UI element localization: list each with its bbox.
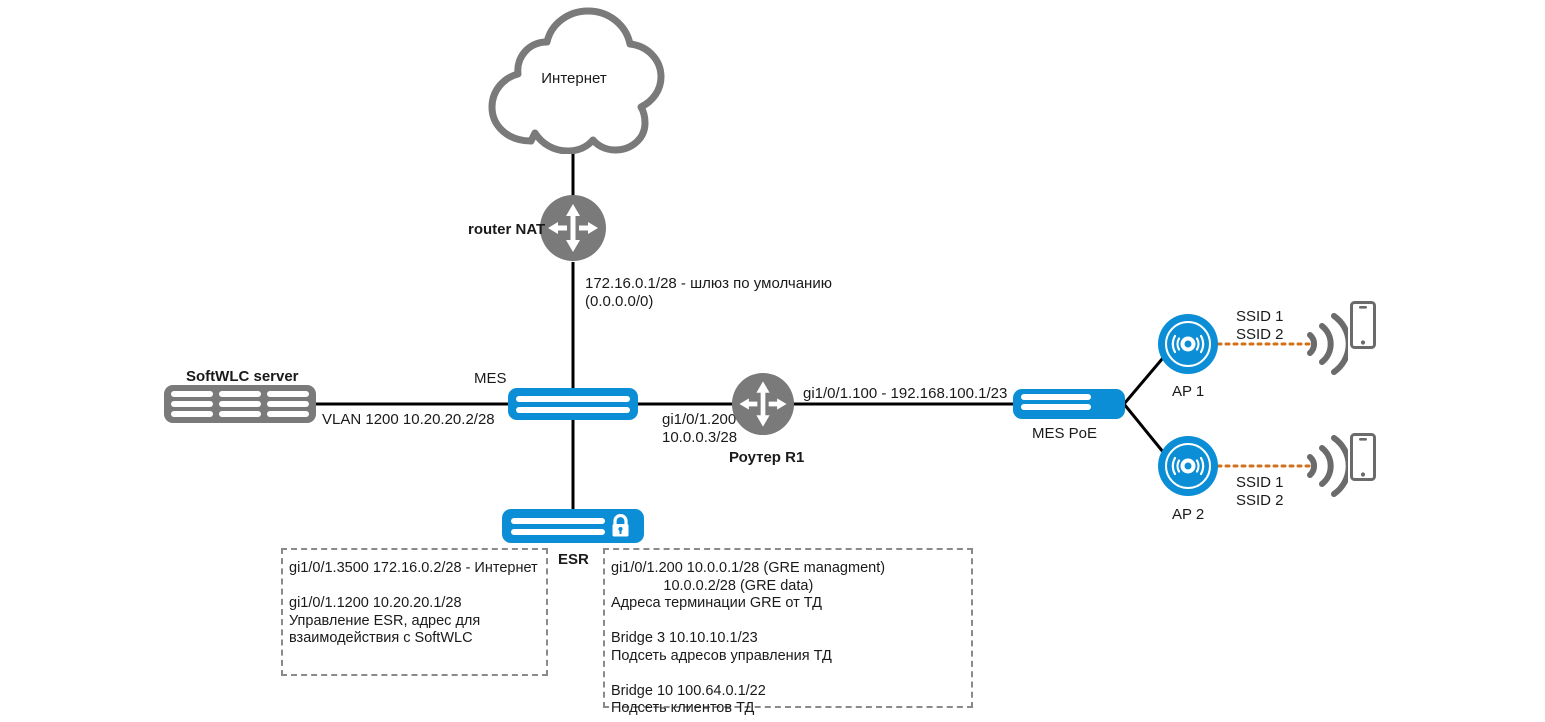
mes-label: MES: [474, 370, 507, 387]
client1-wireless-signal: [1300, 308, 1352, 385]
softwlc-vlan-label: VLAN 1200 10.20.20.2/28: [322, 411, 495, 428]
router-r1-label: Роутер R1: [729, 449, 805, 466]
esr-right-note: gi1/0/1.200 10.0.0.1/28 (GRE managment) …: [603, 548, 973, 716]
server-bay-1: [171, 391, 213, 417]
ap2-node[interactable]: [1158, 436, 1218, 501]
lock-icon: [605, 514, 635, 538]
mes-poe-switch-node[interactable]: [1013, 389, 1125, 419]
ap1-label: AP 1: [1172, 383, 1205, 400]
ap2-label: AP 2: [1172, 506, 1205, 523]
wifi-signal-icon: [1307, 313, 1352, 375]
access-point-icon: [1158, 314, 1218, 374]
router-nat-label: router NAT: [468, 221, 546, 238]
cloud-icon: [488, 7, 665, 155]
smartphone-icon: [1350, 301, 1376, 349]
server-bay-3: [267, 391, 309, 417]
router-icon: [540, 195, 606, 261]
ssid-ap1-label: SSID 1 SSID 2: [1236, 308, 1284, 343]
server-bay-2: [219, 391, 261, 417]
internet-cloud[interactable]: Интернет: [478, 2, 670, 159]
access-point-icon: [1158, 436, 1218, 496]
switch-bar-1: [1021, 394, 1091, 400]
ap1-node[interactable]: [1158, 314, 1218, 379]
mes-poe-label: MES PoE: [1032, 425, 1098, 442]
switch-bar-2: [1021, 404, 1091, 410]
client1-smartphone[interactable]: [1350, 301, 1376, 354]
nat-gateway-label: 172.16.0.1/28 - шлюз по умолчанию (0.0.0…: [585, 275, 832, 310]
switch-bar-1: [516, 395, 630, 402]
smartphone-icon: [1350, 433, 1376, 481]
softwlc-server-node[interactable]: [164, 385, 316, 423]
esr-left-note: gi1/0/1.3500 172.16.0.2/28 - Интернет gi…: [281, 548, 548, 676]
esr-label: ESR: [558, 551, 589, 568]
switch-bar-2: [516, 406, 630, 413]
router-icon: [731, 372, 795, 436]
esr-bars: [511, 517, 605, 535]
mes-to-r1-label: gi1/0/1.200 10.0.0.3/28: [662, 411, 738, 446]
router-nat-node[interactable]: [539, 194, 607, 267]
r1-to-poe-label: gi1/0/1.100 - 192.168.100.1/23: [803, 385, 1008, 402]
mes-switch-node[interactable]: [508, 388, 638, 420]
ssid-ap2-label: SSID 1 SSID 2: [1236, 474, 1284, 509]
wifi-signal-icon: [1307, 435, 1352, 497]
client2-wireless-signal: [1300, 430, 1352, 507]
cloud-label: Интернет: [541, 70, 607, 87]
client2-smartphone[interactable]: [1350, 433, 1376, 486]
softwlc-label: SoftWLC server: [186, 368, 299, 385]
router-r1-node[interactable]: [731, 372, 795, 441]
esr-node[interactable]: [502, 509, 644, 543]
